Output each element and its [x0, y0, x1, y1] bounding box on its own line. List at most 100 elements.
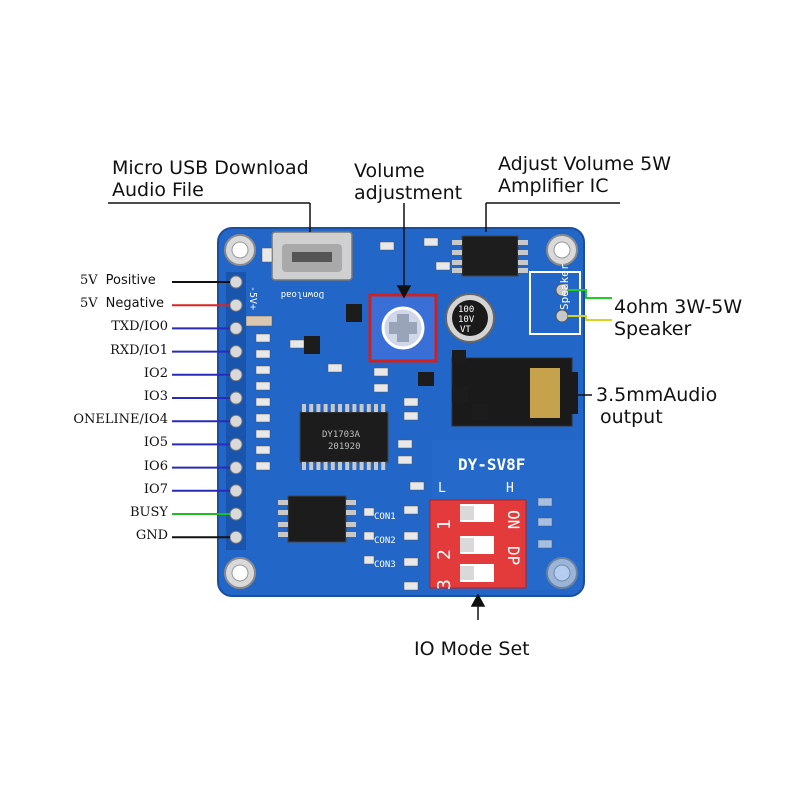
pin-label: IO2: [143, 365, 168, 381]
pin-label: 5V Positive: [80, 273, 156, 288]
chip-pin: [374, 404, 378, 412]
chip-pin: [366, 404, 371, 412]
main-chip-label-2: 201920: [328, 442, 361, 452]
micro-usb-connector: [271, 231, 353, 281]
amp-callout-line1: Adjust Volume 5W: [498, 153, 672, 175]
pin-label: IO7: [143, 481, 168, 497]
switch-num-1: 1: [434, 519, 455, 530]
chip-pin: [345, 462, 350, 470]
pin-hole: [229, 437, 243, 451]
switch-on-label: ON: [504, 510, 523, 529]
silk-download: Download: [281, 289, 324, 299]
pin-label: TXD/IO0: [111, 319, 168, 335]
main-chip-label-1: DY1703A: [322, 430, 361, 440]
pin-label-text: 5V: [80, 273, 98, 288]
main-decoder-chip: DY1703A 201920: [299, 404, 389, 470]
switch-num-2: 2: [434, 549, 455, 560]
pin-label: GND: [135, 528, 168, 544]
board-name: DY-SV8F: [458, 455, 525, 474]
cap-label-3: VT: [460, 325, 471, 335]
pin-hole: [229, 321, 243, 335]
pin-label-sub: Negative: [105, 296, 165, 312]
pin-hole: [229, 391, 243, 405]
switch-L-label: L: [438, 481, 446, 496]
usb-callout-line2: Audio File: [112, 179, 204, 201]
chip-pin: [323, 404, 328, 412]
cap-label-2: 10V: [458, 315, 475, 325]
pin-holes: [229, 275, 243, 544]
switch-dp-label: DP: [504, 546, 523, 565]
silk-5v: -5V+: [247, 286, 258, 310]
pin-hole: [229, 484, 243, 498]
chip-pin: [330, 404, 335, 412]
con3-label: CON3: [374, 560, 396, 570]
amp-callout: Adjust Volume 5W Amplifier IC: [498, 153, 671, 197]
pin-label: RXD/IO1: [110, 342, 168, 358]
switch-num-3: 3: [434, 579, 455, 590]
silk-speaker: Speaker: [558, 263, 571, 310]
speaker-wires: [568, 289, 612, 321]
chip-pin: [381, 462, 386, 470]
pin-hole: [229, 298, 243, 312]
callout-lines: [108, 202, 620, 620]
small-transistors: [304, 304, 488, 420]
pin-label: BUSY: [130, 505, 168, 520]
volume-potentiometer: [368, 293, 438, 363]
electrolytic-capacitor: 100 10V VT: [445, 293, 495, 343]
amplifier-ic: [452, 235, 528, 277]
audio-callout-line1: 3.5mmAudio: [596, 384, 718, 406]
chip-pin: [309, 404, 314, 412]
iomode-callout: IO Mode Set: [414, 638, 530, 660]
chip-pin: [352, 462, 357, 470]
audio-jack: [451, 357, 578, 427]
pin-label: 5V Negative: [80, 296, 164, 311]
chip-pin: [359, 404, 364, 412]
flash-chip: [278, 495, 356, 543]
speaker-callout-line1: 4ohm 3W-5W: [614, 296, 743, 318]
switch-H-label: H: [506, 481, 514, 496]
chip-pin: [316, 404, 321, 412]
usb-callout: Micro USB Download Audio File: [112, 157, 309, 201]
chip-pin: [366, 462, 371, 470]
pin-label: IO3: [143, 389, 168, 404]
volume-callout-line2: adjustment: [354, 182, 463, 204]
speaker-callout-line2: Speaker: [614, 318, 692, 340]
speaker-callout: 4ohm 3W-5W Speaker: [614, 296, 742, 340]
volume-callout-line1: Volume: [354, 160, 425, 182]
chip-pin: [338, 462, 342, 470]
chip-pin: [359, 462, 364, 470]
pin-label: ONELINE/IO4: [73, 412, 168, 428]
chip-pin: [374, 462, 378, 470]
chip-pin: [309, 462, 314, 470]
chip-pin: [323, 462, 328, 470]
chip-pin: [330, 462, 335, 470]
mounting-holes: [224, 234, 578, 589]
pin-label: IO6: [143, 458, 168, 474]
chip-pin: [316, 462, 321, 470]
audio-callout: 3.5mmAudio output: [596, 384, 717, 428]
pin-hole: [229, 275, 243, 289]
pin-hole: [229, 345, 243, 359]
pin-label-text: 5V: [80, 296, 98, 312]
con1-label: CON1: [374, 512, 396, 522]
amp-callout-line2: Amplifier IC: [498, 175, 609, 197]
chip-pin: [338, 404, 342, 412]
pin-label-sub: Positive: [105, 273, 156, 288]
chip-pin: [352, 404, 357, 412]
cap-label-1: 100: [458, 305, 474, 315]
pin-wires: [172, 281, 230, 539]
chip-pin: [381, 404, 386, 412]
smd-components: [245, 237, 553, 591]
chip-pin: [345, 404, 350, 412]
pin-hole: [229, 530, 243, 544]
usb-callout-line1: Micro USB Download: [112, 157, 309, 179]
pin-hole: [229, 461, 243, 475]
audio-callout-line2: output: [600, 406, 663, 428]
dip-switch: [429, 499, 527, 589]
speaker-terminal: [529, 271, 581, 335]
volume-callout: Volume adjustment: [354, 160, 462, 204]
con2-label: CON2: [374, 536, 396, 546]
pin-label: IO5: [143, 435, 168, 451]
chip-pin: [302, 462, 306, 470]
